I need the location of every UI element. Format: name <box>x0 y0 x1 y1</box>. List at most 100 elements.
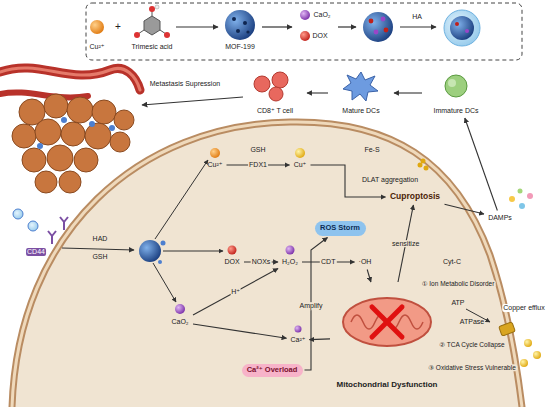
cao2-dot <box>381 17 386 22</box>
damp <box>519 203 525 209</box>
mitochondrion <box>343 298 431 346</box>
arrow-connector <box>307 92 328 93</box>
fragment <box>158 260 162 264</box>
dlat-aggregate <box>418 159 429 171</box>
dox-dot <box>384 28 389 33</box>
node-text: ·OH <box>359 258 372 266</box>
diagram-node: H₂O₂ <box>280 257 300 268</box>
annotation-label: Fe-S <box>363 146 380 154</box>
copper-efflux-ions <box>520 339 541 367</box>
particle-core <box>139 240 161 262</box>
blood-vessel <box>0 68 140 98</box>
loading-arrow <box>262 26 292 27</box>
dlat-dot <box>418 163 423 168</box>
copper-ion <box>533 351 541 359</box>
cao2-particle <box>300 10 310 20</box>
cd44-receptors <box>13 209 68 244</box>
edge-label: NOXs <box>251 258 272 266</box>
damp <box>527 193 533 199</box>
tumor-nanoparticles <box>37 117 115 149</box>
annotation-label: + <box>114 21 122 33</box>
tumor-cell <box>110 132 130 152</box>
annotation-label: GSH <box>249 146 266 154</box>
diagram-node: CD8⁺ T cell <box>245 70 305 116</box>
node-text: Ca²⁺ <box>291 336 306 344</box>
annotation-label: Cu²⁺ <box>89 43 106 51</box>
t-cell <box>254 76 270 92</box>
node-text: CaO₂ <box>171 318 188 326</box>
tumor-cell <box>92 100 116 124</box>
annotation-label: ATPase <box>459 318 485 326</box>
dox-dot <box>369 19 374 24</box>
node-text: Mitochondrial Dysfunction <box>337 380 438 389</box>
tumor-cell <box>22 148 46 172</box>
annotation-label: CD44 <box>26 248 46 256</box>
tumor-cell <box>74 148 98 172</box>
copper-ion <box>210 148 220 158</box>
pore <box>232 17 236 21</box>
edge-label: sensitize <box>391 240 420 248</box>
synthesis-frame <box>86 3 522 60</box>
arrow-connector <box>193 324 287 338</box>
release-arrow <box>155 160 208 239</box>
release-arrow <box>153 263 176 302</box>
pore <box>236 29 240 33</box>
coating-arrow <box>400 26 436 27</box>
diagram-node: Ca²⁺ Overload <box>242 364 303 377</box>
nanoparticle <box>89 121 95 127</box>
copper-ion <box>90 20 104 34</box>
damps-particles <box>509 189 533 210</box>
node-text: Cu²⁺ <box>208 161 223 169</box>
degrading-nanoparticle <box>139 240 166 264</box>
diagram-node: Mitochondrial Dysfunction <box>332 284 442 390</box>
tumor-cell <box>44 94 68 118</box>
dlat-dot <box>421 159 426 164</box>
arrow-connector <box>465 118 498 211</box>
diagram-node: ROS Storm <box>315 221 366 236</box>
mito-outer <box>343 298 431 346</box>
copper-ion <box>520 359 528 367</box>
fragment <box>161 241 166 246</box>
t-cell <box>272 72 288 88</box>
node-text: ROS Storm <box>320 224 360 233</box>
vessel <box>0 68 140 90</box>
annotation-label: HA <box>411 13 423 21</box>
edge-label: H⁺ <box>230 288 241 296</box>
annotation-label: Copper efflux <box>502 304 546 312</box>
annotation-label: MOF-199 <box>224 43 256 51</box>
pore <box>246 30 249 33</box>
dc-nucleus <box>448 79 456 87</box>
h2o2-molecule <box>286 246 295 255</box>
cuprous-ion <box>295 148 305 158</box>
synthesis-scheme <box>90 5 480 46</box>
loading-arrow <box>338 26 356 27</box>
release-arrow <box>163 251 223 252</box>
trimesic-acid-molecule <box>134 5 170 38</box>
node-text: Cuproptosis <box>390 192 440 202</box>
diagram-node: CaO₂ <box>169 317 191 328</box>
ha-shell <box>444 10 480 46</box>
tumor-cell <box>85 123 111 149</box>
edge-label: FDX1 <box>248 161 268 169</box>
annotation-label: Metastasis Supression <box>149 80 221 88</box>
diagram-node: Cuproptosis <box>388 191 443 203</box>
annotation-label: CaO₂ <box>312 11 331 19</box>
damp <box>509 196 515 202</box>
oxygen-atom <box>164 32 170 38</box>
hydrogen-atom <box>155 5 159 9</box>
uptake-arrow <box>62 248 134 250</box>
atpase-channel <box>499 322 516 336</box>
node-text: DOX <box>224 258 239 266</box>
tumor-cell <box>59 171 81 193</box>
annotation-label: ③ Oxidative Stress Vulnerable <box>427 364 517 371</box>
node-text: DAMPs <box>488 214 512 222</box>
diagram-node: Cu²⁺ <box>206 160 225 171</box>
mature-dc-cell <box>343 72 378 101</box>
dlat-dot <box>424 166 429 171</box>
arrow-connector <box>394 92 422 93</box>
diagram-node: Cu⁺ <box>292 160 309 171</box>
pore <box>243 21 247 25</box>
annotation-label: Cyt-C <box>442 258 462 266</box>
node-text: Immature DCs <box>433 107 478 115</box>
